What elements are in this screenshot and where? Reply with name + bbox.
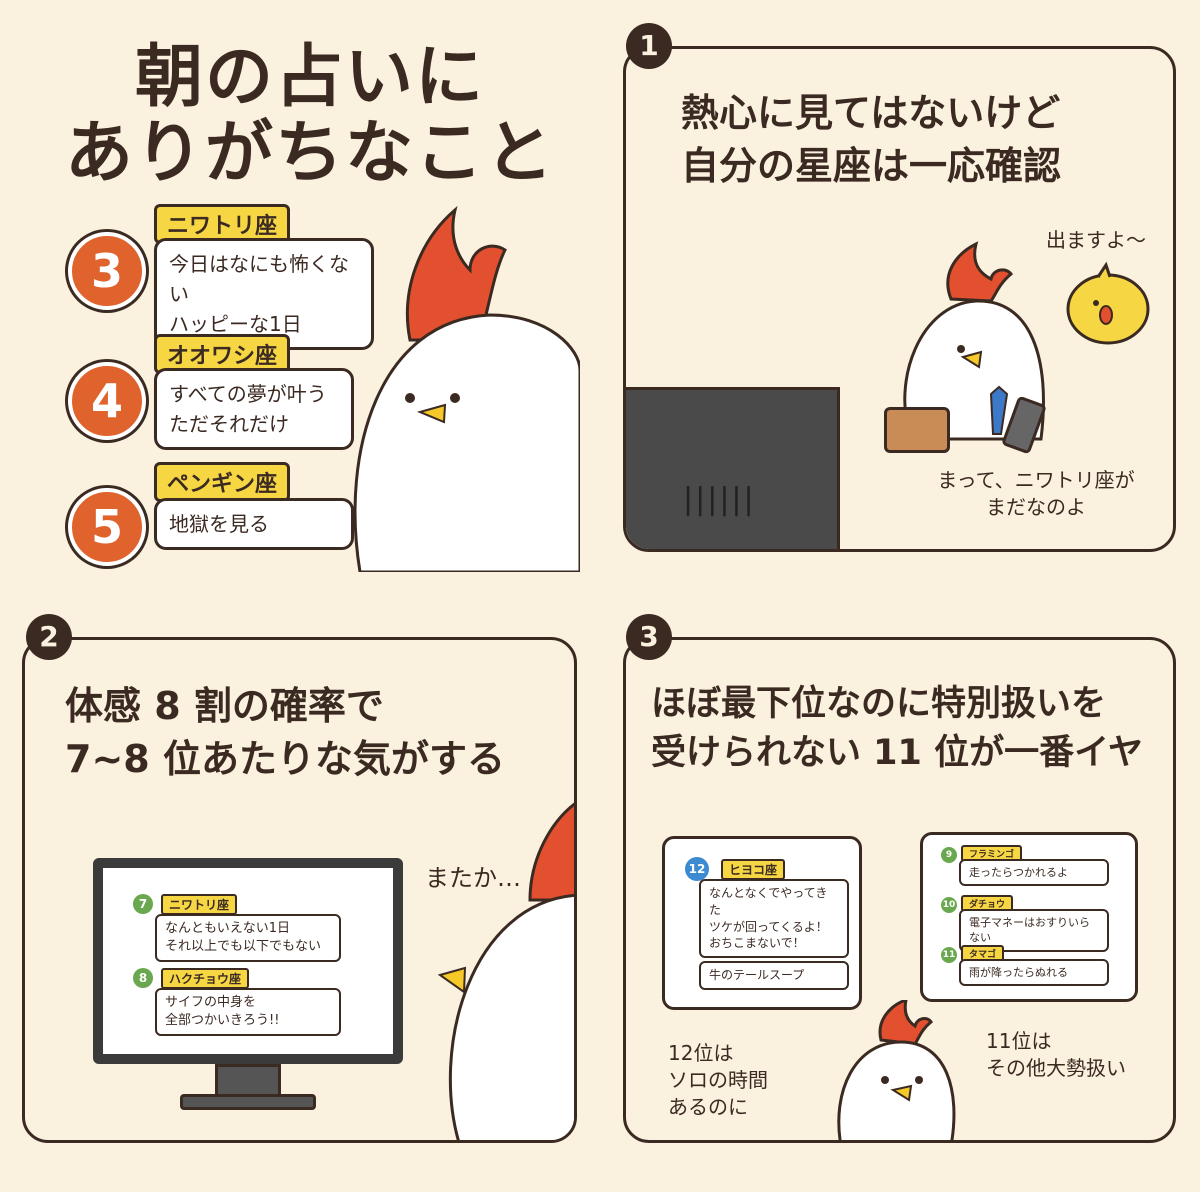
caption-line-2: 7~8 位あたりな気がする bbox=[65, 737, 505, 782]
rank-number: 7 bbox=[133, 894, 153, 914]
beak-icon bbox=[960, 350, 983, 369]
panel-2-number: 2 bbox=[26, 614, 72, 660]
caption-line-1: 熱心に見てはないけど bbox=[681, 91, 1061, 135]
rank-number: 12 bbox=[685, 857, 709, 881]
rank-fortune: すべての夢が叶う ただそれだけ bbox=[154, 368, 354, 450]
fortune-card-9-11: 9 フラミンゴ 走ったらつかれるよ 10 ダチョウ 電子マネーはおすりいらない … bbox=[920, 832, 1138, 1002]
title-line-2: ありがちなこと bbox=[64, 114, 555, 194]
rank-number: 11 bbox=[941, 947, 957, 963]
rank-fortune: 今日はなにも怖くない ハッピーな1日 bbox=[154, 238, 374, 350]
panel-1-caption: 熱心に見てはないけど 自分の星座は一応確認 bbox=[681, 87, 1061, 193]
rooster-body bbox=[448, 894, 574, 1140]
comb-icon bbox=[946, 241, 1014, 303]
panel-3: ほぼ最下位なのに特別扱いを 受けられない 11 位が一番イヤ 12 ヒヨコ座 な… bbox=[623, 637, 1176, 1143]
rooster-illustration bbox=[437, 802, 574, 1140]
rank-fortune: 走ったらつかれるよ bbox=[959, 859, 1109, 887]
rooster-illustration bbox=[903, 241, 1045, 441]
beak-icon bbox=[437, 966, 467, 994]
lucky-item: 牛のテールスープ bbox=[699, 961, 849, 990]
panel-2-caption: 体感 8 割の確率で 7~8 位あたりな気がする bbox=[65, 680, 505, 786]
rank-number: 4 bbox=[68, 362, 146, 440]
necktie-icon bbox=[989, 385, 1009, 435]
rooster-speech: またか… bbox=[425, 864, 521, 892]
beak-icon bbox=[890, 1084, 913, 1102]
panel-3-caption: ほぼ最下位なのに特別扱いを 受けられない 11 位が一番イヤ bbox=[651, 680, 1143, 778]
briefcase-icon bbox=[884, 407, 950, 453]
note-11th: 11位は その他大勢扱い bbox=[986, 1029, 1126, 1080]
rank-fortune: なんともいえない1日 それ以上でも以下でもない bbox=[155, 914, 341, 963]
rank-sign: ハクチョウ座 bbox=[161, 968, 250, 989]
tv-back: |||||| bbox=[626, 387, 840, 549]
caption-line-2: 受けられない 11 位が一番イヤ bbox=[651, 733, 1144, 773]
tv-vent-icon: |||||| bbox=[683, 482, 756, 517]
chick-illustration bbox=[1066, 261, 1150, 345]
panel-1: 熱心に見てはないけど 自分の星座は一応確認 |||||| 出ますよ〜 まって、ニ… bbox=[623, 46, 1176, 552]
fortune-card-12: 12 ヒヨコ座 なんとなくでやってきた ツケが回ってくるよ！ おちこまないで！ … bbox=[662, 836, 862, 1010]
rank-fortune: 電子マネーはおすりいらない bbox=[959, 909, 1109, 952]
rooster-body bbox=[903, 299, 1045, 441]
eye-icon bbox=[450, 393, 460, 403]
title-line-1: 朝の占いに bbox=[134, 38, 485, 117]
panel-2: 体感 8 割の確率で 7~8 位あたりな気がする 7 ニワトリ座 なんともいえな… bbox=[22, 637, 577, 1143]
mouth-icon bbox=[1099, 305, 1113, 325]
rooster-speech: まって、ニワトリ座が まだなのよ bbox=[937, 468, 1135, 519]
rank-fortune: 雨が降ったらぬれる bbox=[959, 959, 1109, 987]
rooster-illustration bbox=[837, 1000, 956, 1140]
note-12th: 12位は ソロの時間 あるのに bbox=[668, 1041, 768, 1119]
rank-number: 5 bbox=[68, 488, 146, 566]
rank-number: 3 bbox=[68, 232, 146, 310]
rank-number: 10 bbox=[941, 897, 957, 913]
panel-1-number: 1 bbox=[626, 23, 672, 69]
comb-icon bbox=[405, 205, 507, 342]
tv-base bbox=[180, 1094, 316, 1110]
tv-stand bbox=[215, 1064, 281, 1098]
page-title: 朝の占いに ありがちなこと bbox=[40, 38, 580, 194]
eye-icon bbox=[1093, 300, 1099, 306]
rank-number: 9 bbox=[941, 847, 957, 863]
comb-icon bbox=[878, 1000, 934, 1046]
rooster-body bbox=[353, 313, 580, 572]
comb-icon bbox=[528, 802, 574, 902]
beak-icon bbox=[416, 403, 447, 424]
tuft-icon bbox=[1096, 261, 1112, 278]
rooster-illustration bbox=[353, 205, 580, 572]
rank-sign: ペンギン座 bbox=[154, 462, 291, 502]
rank-fortune: なんとなくでやってきた ツケが回ってくるよ！ おちこまないで！ bbox=[699, 879, 849, 959]
eye-icon bbox=[957, 345, 965, 353]
eye-icon bbox=[881, 1076, 889, 1084]
caption-line-1: ほぼ最下位なのに特別扱いを bbox=[651, 684, 1107, 724]
tv-screen: 7 ニワトリ座 なんともいえない1日 それ以上でも以下でもない 8 ハクチョウ座… bbox=[93, 858, 403, 1064]
panel-3-number: 3 bbox=[626, 614, 672, 660]
eye-icon bbox=[915, 1076, 923, 1084]
rank-sign: ニワトリ座 bbox=[161, 894, 238, 915]
rank-sign: ヒヨコ座 bbox=[721, 859, 786, 880]
rank-fortune: 地獄を見る bbox=[154, 498, 354, 550]
eye-icon bbox=[405, 393, 415, 403]
rank-fortune: サイフの中身を 全部つかいきろう!! bbox=[155, 988, 341, 1037]
caption-line-1: 体感 8 割の確率で bbox=[65, 684, 384, 728]
chick-speech: 出ますよ〜 bbox=[1046, 228, 1146, 252]
caption-line-2: 自分の星座は一応確認 bbox=[681, 144, 1062, 189]
rank-number: 8 bbox=[133, 968, 153, 988]
